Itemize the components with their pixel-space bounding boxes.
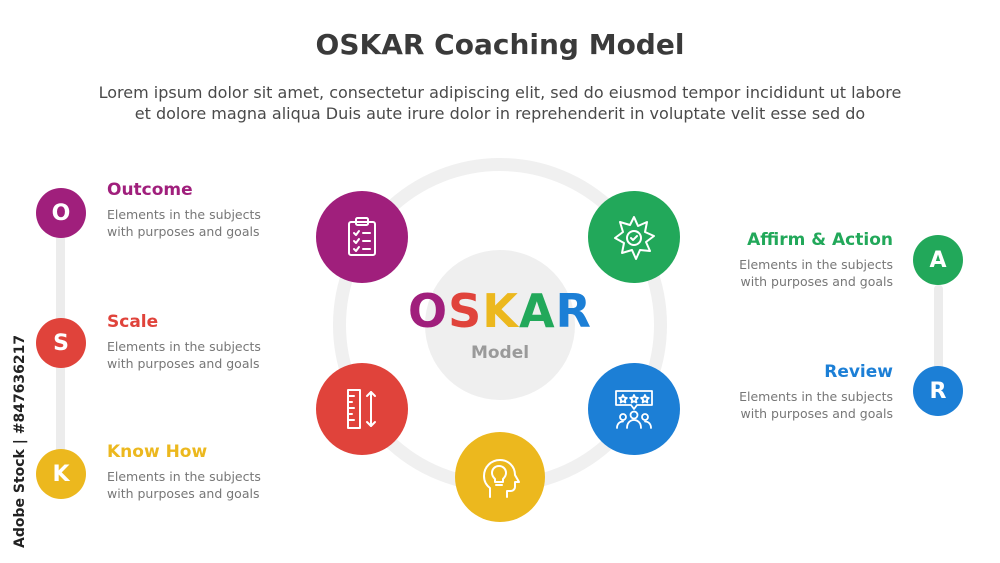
page-subtitle: Lorem ipsum dolor sit amet, consectetur … [40, 82, 960, 124]
node-scale [316, 363, 408, 455]
right-connector-rail [934, 285, 943, 375]
oskar-letter-s: S [448, 284, 483, 338]
oskar-letter-a: A [518, 284, 556, 338]
center-disc [425, 250, 575, 400]
desc-line: with purposes and goals [107, 224, 260, 239]
head-lightbulb-icon [483, 459, 520, 498]
item-description: Elements in the subjects with purposes a… [690, 388, 893, 422]
badge-check-icon [614, 216, 655, 260]
letter-circle-s: S [36, 318, 86, 368]
item-scale: Scale Elements in the subjects with purp… [107, 312, 261, 372]
ruler-scale-icon [347, 389, 376, 429]
letter-circle-o: O [36, 188, 86, 238]
desc-line: Elements in the subjects [739, 257, 893, 272]
rating-people-icon [615, 390, 653, 429]
oskar-letter-r: R [555, 284, 592, 338]
item-review: Review Elements in the subjects with pur… [690, 362, 893, 422]
watermark-text: Adobe Stock | #847636217 [12, 334, 28, 548]
item-know-how: Know How Elements in the subjects with p… [107, 442, 261, 502]
desc-line: Elements in the subjects [739, 389, 893, 404]
node-review [588, 363, 680, 455]
clipboard-checklist-icon [348, 217, 376, 256]
page-title: OSKAR Coaching Model [315, 28, 685, 61]
item-heading: Affirm & Action [747, 230, 893, 250]
item-heading: Know How [107, 442, 208, 462]
desc-line: with purposes and goals [740, 274, 893, 289]
desc-line: Elements in the subjects [107, 339, 261, 354]
item-description: Elements in the subjects with purposes a… [107, 468, 261, 502]
subtitle-line-2: et dolore magna aliqua Duis aute irure d… [134, 104, 866, 123]
desc-line: with purposes and goals [107, 486, 260, 501]
model-label: Model [470, 343, 530, 363]
desc-line: Elements in the subjects [107, 207, 261, 222]
item-description: Elements in the subjects with purposes a… [690, 256, 893, 290]
letter-circle-a: A [913, 235, 963, 285]
oskar-letter-k: K [482, 284, 519, 338]
node-know-how [455, 432, 545, 522]
desc-line: with purposes and goals [107, 356, 260, 371]
item-affirm-action: Affirm & Action Elements in the subjects… [690, 230, 893, 290]
item-description: Elements in the subjects with purposes a… [107, 206, 261, 240]
desc-line: with purposes and goals [740, 406, 893, 421]
item-description: Elements in the subjects with purposes a… [107, 338, 261, 372]
oskar-letter-o: O [408, 284, 449, 338]
node-outcome [316, 191, 408, 283]
desc-line: Elements in the subjects [107, 469, 261, 484]
subtitle-line-1: Lorem ipsum dolor sit amet, consectetur … [98, 83, 902, 102]
node-affirm [588, 191, 680, 283]
letter-circle-k: K [36, 449, 86, 499]
oskar-wordmark: OSKAR [400, 284, 600, 338]
item-heading: Scale [107, 312, 159, 332]
item-heading: Review [824, 362, 893, 382]
letter-circle-r: R [913, 366, 963, 416]
item-outcome: Outcome Elements in the subjects with pu… [107, 180, 261, 240]
item-heading: Outcome [107, 180, 193, 200]
